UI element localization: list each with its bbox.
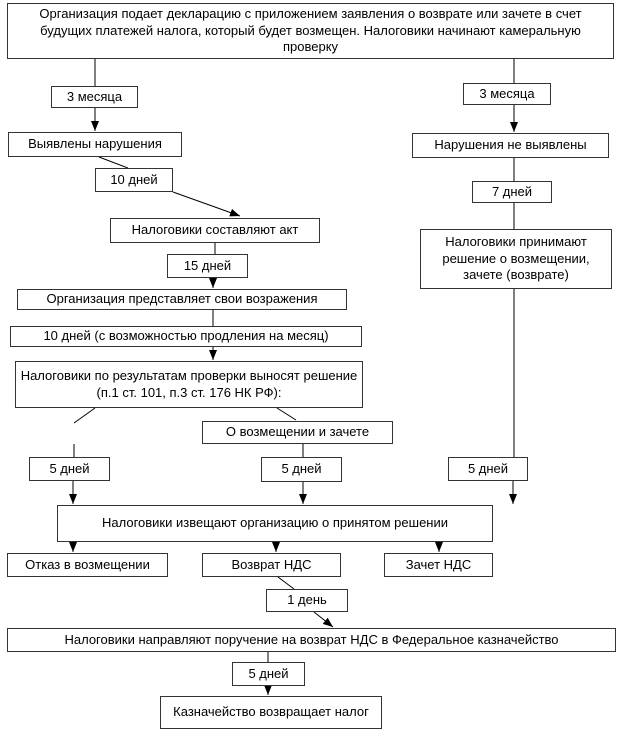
node-treasury-returns-tax: Казначейство возвращает налог [160, 696, 382, 729]
node-5-days-left: 5 дней [29, 457, 110, 481]
node-compensation-offset: О возмещении и зачете [202, 421, 393, 444]
node-3-months-right: 3 месяца [463, 83, 551, 105]
node-notify-organization: Налоговики извещают организацию о принят… [57, 505, 493, 542]
node-objections: Организация представляет свои возражения [17, 289, 347, 310]
node-5-days-right: 5 дней [448, 457, 528, 481]
node-decision-after-check: Налоговики по результатам проверки вынос… [15, 361, 363, 408]
node-vat-return: Возврат НДС [202, 553, 341, 577]
node-7-days: 7 дней [472, 181, 552, 203]
node-15-days: 15 дней [167, 254, 248, 278]
node-decision-refund: Налоговики принимают решение о возмещени… [420, 229, 612, 289]
node-treasury-order: Налоговики направляют поручение на возвр… [7, 628, 616, 652]
node-10-days-extension: 10 дней (с возможностью продления на мес… [10, 326, 362, 347]
node-vat-offset: Зачет НДС [384, 553, 493, 577]
node-act-drawn-up: Налоговики составляют акт [110, 218, 320, 243]
node-refusal: Отказ в возмещении [7, 553, 168, 577]
node-3-months-left: 3 месяца [51, 86, 138, 108]
node-1-day: 1 день [266, 589, 348, 612]
node-5-days-bottom: 5 дней [232, 662, 305, 686]
node-5-days-middle: 5 дней [261, 457, 342, 482]
node-start: Организация подает декларацию с приложен… [7, 3, 614, 59]
node-violations-found: Выявлены нарушения [8, 132, 182, 157]
node-no-violations: Нарушения не выявлены [412, 133, 609, 158]
node-10-days: 10 дней [95, 168, 173, 192]
